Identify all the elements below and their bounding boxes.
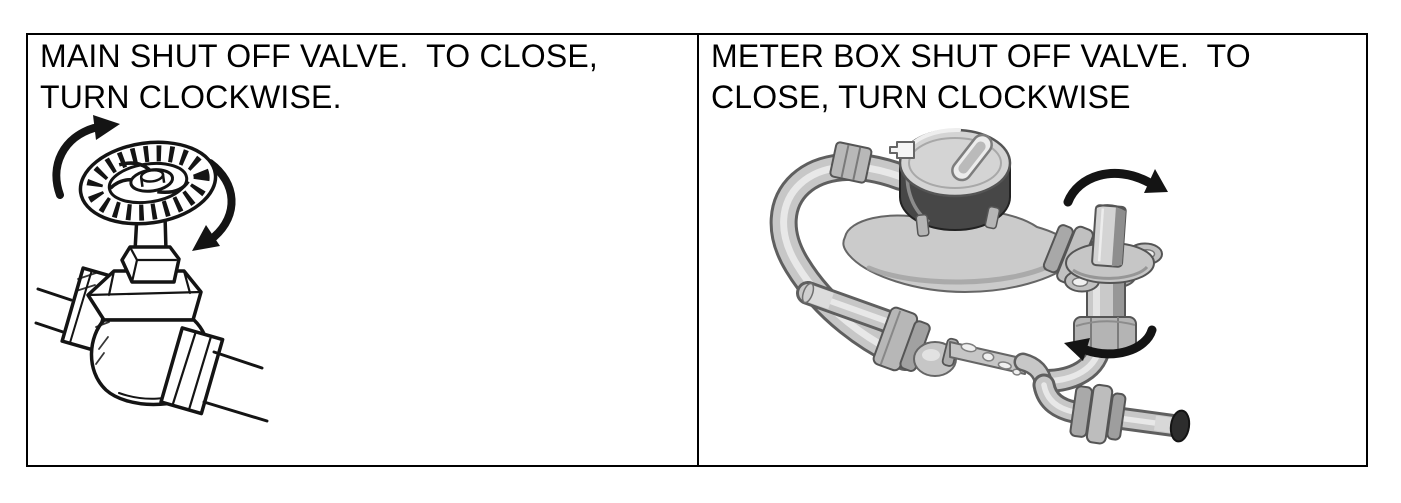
coupling-nut <box>872 306 931 372</box>
service-pipe <box>796 281 960 377</box>
panel-main-valve: MAIN SHUT OFF VALVE. TO CLOSE, TURN CLOC… <box>28 35 699 465</box>
clockwise-arrow-right-icon <box>192 159 236 251</box>
caption-main-valve: MAIN SHUT OFF VALVE. TO CLOSE, TURN CLOC… <box>40 38 599 115</box>
shut-off-valve <box>1064 204 1163 354</box>
meter-box-valve-illustration <box>769 127 1191 445</box>
pipe-open-end <box>1169 409 1191 443</box>
valve-body <box>34 213 269 423</box>
clockwise-arrow-bottom-icon <box>1064 325 1157 361</box>
main-valve-illustration <box>34 115 269 423</box>
outlet-coupling <box>1069 383 1127 445</box>
panel-meter-valve: METER BOX SHUT OFF VALVE. TO CLOSE, TURN… <box>699 35 1366 465</box>
figure-table: MAIN SHUT OFF VALVE. TO CLOSE, TURN CLOC… <box>26 33 1368 467</box>
clockwise-arrow-top-icon <box>1063 168 1168 207</box>
lid-slot <box>951 133 993 182</box>
pipe-union-nut <box>829 141 873 184</box>
caption-meter-valve: METER BOX SHUT OFF VALVE. TO CLOSE, TURN… <box>711 38 1251 115</box>
clockwise-arrow-top-icon <box>52 115 120 199</box>
valve-coupling-hex <box>1073 316 1137 354</box>
meter-register <box>889 127 1012 237</box>
handwheel <box>78 140 218 226</box>
valve-handle <box>1091 204 1127 268</box>
lid-hinge <box>889 141 915 159</box>
perforated-strap <box>949 341 1026 376</box>
